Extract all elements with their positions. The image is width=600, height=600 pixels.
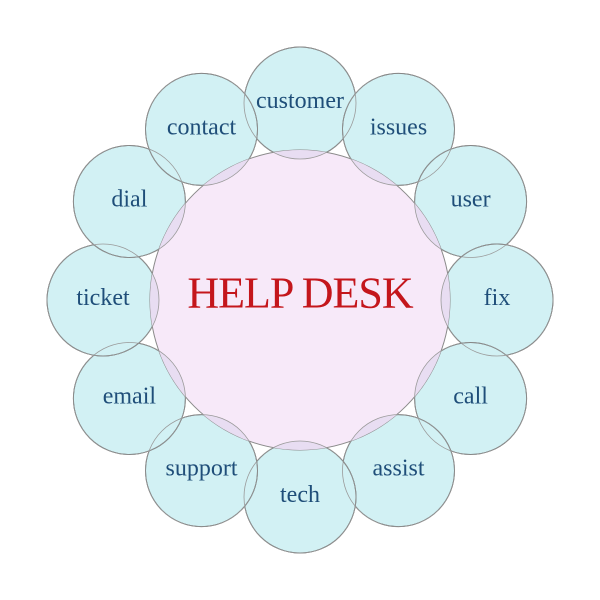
petal-outline-user [414,145,528,258]
petal-outline-fix [440,243,554,357]
petal-outline-tech [243,440,357,554]
petal-label-user: user [451,187,491,213]
petal-outline-issues [342,72,455,186]
petal-outline-support [145,414,258,528]
petal-outline-customer [243,46,357,160]
petal-label-email: email [103,384,157,410]
center-title: HELP DESK [187,269,413,318]
petal-outline-ticket [46,243,160,357]
petal-label-contact: contact [167,114,237,140]
petal-labels: customer issues user fix call assist tech suppo… [76,88,510,508]
petal-label-assist: assist [372,456,424,482]
petal-label-fix: fix [484,285,511,311]
petal-label-tech: tech [280,482,320,508]
petal-label-issues: issues [370,114,427,140]
petal-label-ticket: ticket [76,285,130,311]
petal-label-customer: customer [256,88,344,114]
petal-outlines [46,46,554,554]
petal-label-support: support [166,456,238,482]
petal-outline-contact [145,72,258,186]
petal-outline-call [414,342,528,455]
petal-outline-assist [342,414,455,528]
petal-label-call: call [453,384,488,410]
petal-outline-email [72,342,186,455]
petal-outline-dial [72,145,186,258]
petal-label-dial: dial [111,187,147,213]
